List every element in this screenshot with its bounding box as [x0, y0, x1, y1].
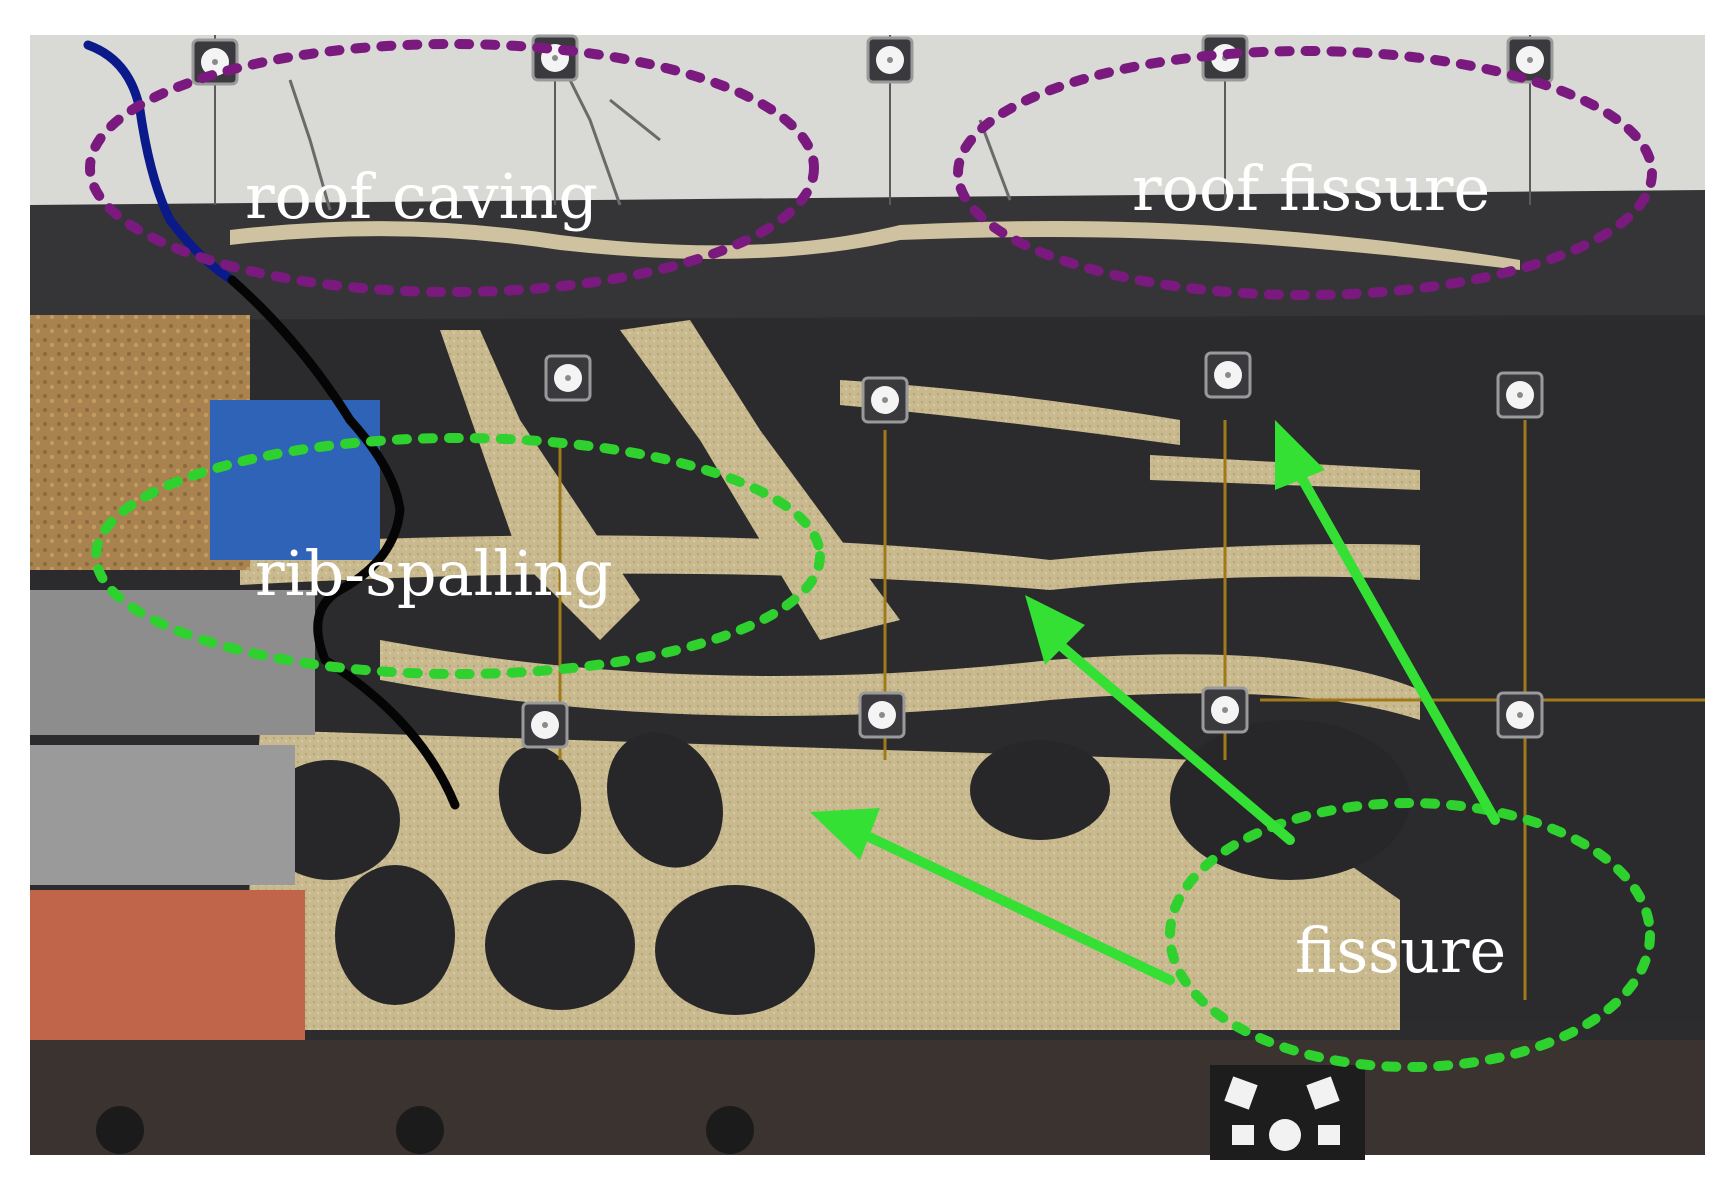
concrete-slab-upper — [30, 590, 315, 735]
label-roof-fissure: roof fissure — [1132, 152, 1490, 225]
label-roof-caving: roof caving — [245, 160, 598, 233]
checkerboard-target-icon — [1210, 1065, 1365, 1160]
roof-fissure-zone — [953, 46, 1657, 300]
roof-caving-zone — [85, 39, 819, 297]
concrete-slab-lower — [30, 745, 295, 885]
red-brick — [30, 890, 305, 1055]
rib-spalling-zone — [91, 433, 825, 679]
label-fissure: fissure — [1295, 914, 1506, 987]
boundary-line-lower — [227, 275, 460, 810]
label-rib-spalling: rib-spalling — [255, 537, 613, 610]
fissure-zone — [1165, 798, 1655, 1072]
fissure-arrows — [810, 420, 1500, 985]
base-beam — [30, 1040, 1705, 1155]
